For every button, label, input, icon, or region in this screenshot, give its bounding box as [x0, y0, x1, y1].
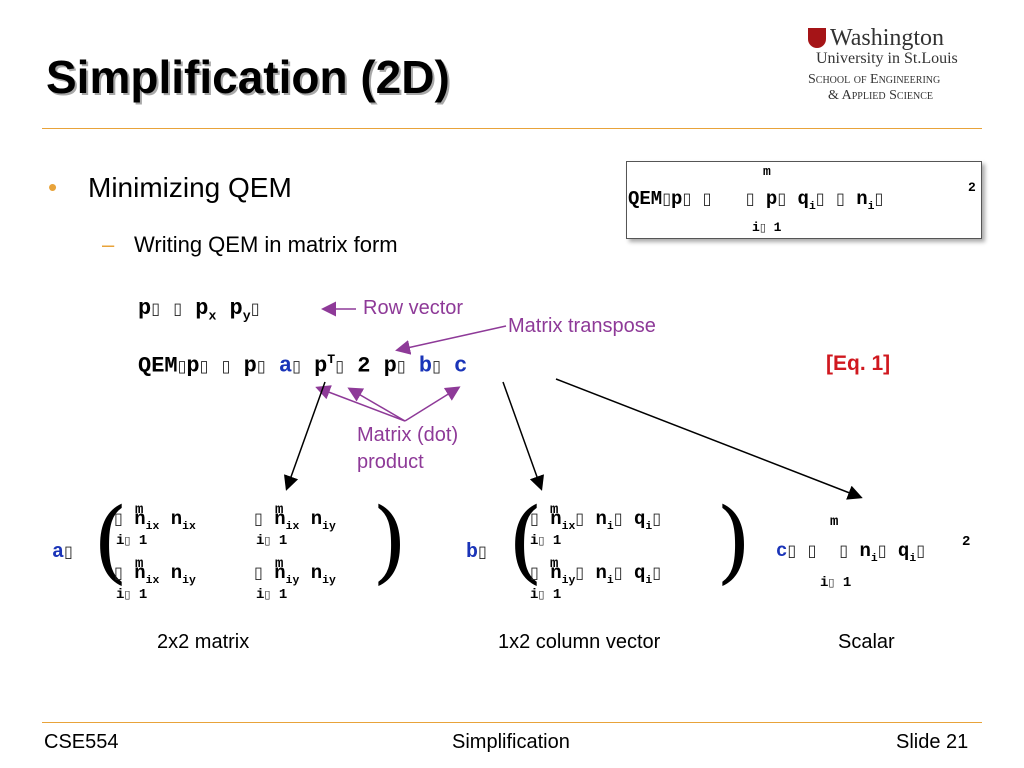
b-m-2: m: [550, 556, 559, 572]
a-i-21: i▯ 1: [116, 587, 148, 603]
qem-matrix-formula: QEM▯p▯ ▯ p▯ a▯ pT▯ 2 p▯ b▯ c: [138, 352, 468, 379]
university-logo: Washington University in St.Louis School…: [808, 25, 986, 104]
b-entry-2: ▯ niy▯ ni▯ qi▯: [530, 562, 662, 587]
qem-sum-formula: QEM▯p▯ ▯ ▯ p▯ qi▯ ▯ ni▯: [628, 188, 884, 213]
dot-product-arrow-3: [404, 386, 461, 422]
footer-divider: [42, 722, 982, 723]
shield-icon: [808, 28, 826, 48]
b-arrow: [502, 381, 545, 491]
caption-b: 1x2 column vector: [498, 631, 661, 653]
a-i-11: i▯ 1: [116, 533, 148, 549]
a-left-paren: (: [93, 489, 129, 594]
a-arrow: [283, 381, 326, 491]
dot-product-label-1: Matrix (dot): [357, 424, 459, 446]
bullet-1: •: [48, 172, 57, 203]
a-m-21: m: [135, 556, 144, 572]
bullet-2-dash: –: [102, 232, 115, 257]
a-symbol: a▯: [52, 541, 73, 564]
c-m: m: [830, 514, 839, 530]
logo-line4: & Applied Science: [828, 88, 934, 103]
caption-c: Scalar: [838, 631, 895, 653]
a-m-12: m: [275, 502, 284, 518]
b-left-paren: (: [508, 489, 544, 594]
a-entry-21: ▯ nix niy: [114, 562, 196, 587]
bullet-dot-icon: •: [48, 172, 58, 202]
qem-square-exp: 2: [968, 180, 976, 195]
b-right-paren: ): [716, 489, 752, 594]
a-right-paren: ): [372, 489, 408, 594]
logo-line1: Washington: [830, 25, 945, 51]
c-formula: c▯ ▯ ▯ ni▯ qi▯: [776, 540, 925, 565]
a-m-22: m: [275, 556, 284, 572]
qem-formula-box: [626, 161, 982, 239]
b-symbol: b▯: [466, 541, 487, 564]
header-divider: [42, 128, 982, 129]
matrix-transpose-label: Matrix transpose: [508, 315, 656, 337]
p-row-vector-formula: p▯ ▯ px py▯: [138, 296, 260, 324]
footer-slide-number: Slide 21: [896, 731, 969, 753]
c-i: i▯ 1: [820, 575, 852, 591]
slide-title: Simplification (2D): [46, 51, 450, 103]
a-entry-12: ▯ nix niy: [254, 508, 336, 533]
bullet-2-text: Writing QEM in matrix form: [134, 232, 398, 257]
a-m-11: m: [135, 502, 144, 518]
c-square-exp: 2: [962, 534, 971, 550]
row-vector-label: Row vector: [363, 297, 464, 319]
footer-course: CSE554: [44, 731, 119, 753]
b-entry-1: ▯ nix▯ ni▯ qi▯: [530, 508, 662, 533]
c-arrow: [555, 378, 863, 500]
transpose-arrow: [395, 325, 507, 355]
logo-line2: University in St.Louis: [816, 50, 958, 67]
dot-product-arrow-2: [347, 387, 406, 422]
qem-sum-lower: i▯ 1: [752, 220, 782, 235]
a-entry-11: ▯ nix nix: [114, 508, 196, 533]
bullet-1-text: Minimizing QEM: [88, 172, 292, 203]
a-entry-22: ▯ niy niy: [254, 562, 336, 587]
dot-product-arrow-1: [315, 385, 406, 422]
equation-reference: [Eq. 1]: [826, 352, 891, 375]
b-m-1: m: [550, 502, 559, 518]
caption-a: 2x2 matrix: [157, 631, 250, 653]
dot-product-label-2: product: [357, 451, 424, 473]
footer-topic: Simplification: [452, 731, 570, 753]
a-i-12: i▯ 1: [256, 533, 288, 549]
b-i-1: i▯ 1: [530, 533, 562, 549]
b-i-2: i▯ 1: [530, 587, 562, 603]
qem-sum-upper: m: [763, 164, 771, 179]
logo-line3: School of Engineering: [808, 72, 941, 87]
a-i-22: i▯ 1: [256, 587, 288, 603]
